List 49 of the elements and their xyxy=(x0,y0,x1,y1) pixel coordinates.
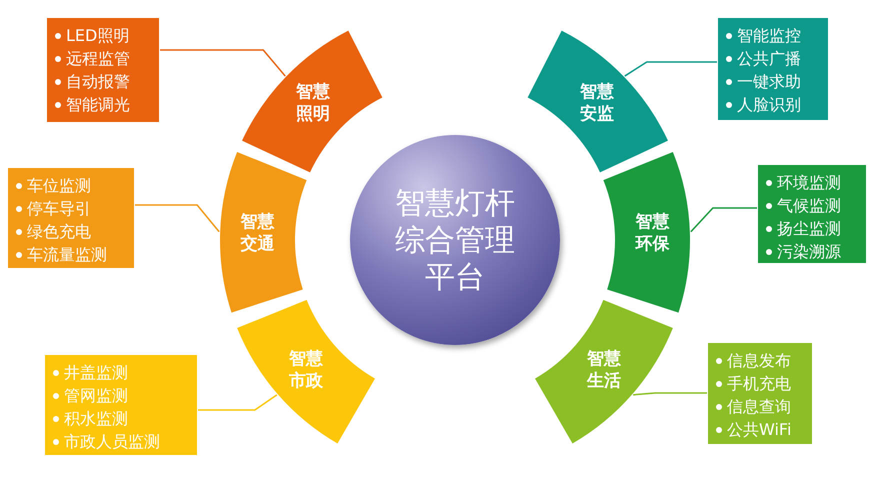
feature-item: 人脸识别 xyxy=(737,94,801,116)
feature-item: 绿色充电 xyxy=(27,221,91,243)
leader-line xyxy=(633,392,707,396)
feature-item: 智能监控 xyxy=(737,25,801,47)
feature-item: 公共广播 xyxy=(737,48,801,70)
feature-box xyxy=(47,18,159,122)
ring-segment xyxy=(535,299,673,444)
segment-label: 智慧市政 xyxy=(288,348,324,392)
feature-item: 车位监测 xyxy=(27,175,91,197)
feature-box xyxy=(45,355,197,455)
feature-item: 管网监测 xyxy=(64,385,128,407)
feature-item: 气候监测 xyxy=(777,195,841,217)
feature-item: 手机充电 xyxy=(727,373,791,395)
feature-item: 信息发布 xyxy=(727,350,791,372)
feature-item: LED照明 xyxy=(66,25,130,47)
feature-item: 污染溯源 xyxy=(777,241,841,263)
feature-item: 公共WiFi xyxy=(727,419,792,441)
feature-item: 智能调光 xyxy=(66,94,130,116)
segment-label: 智慧环保 xyxy=(634,211,670,256)
feature-box xyxy=(718,18,828,120)
segment-label: 智慧安监 xyxy=(578,80,616,125)
segment-label: 智慧交通 xyxy=(239,211,276,256)
feature-item: 自动报警 xyxy=(66,71,130,93)
ring-segment xyxy=(220,151,307,313)
leader-line xyxy=(198,394,278,411)
platform-title: 智慧灯杆综合管理平台 xyxy=(394,184,516,296)
feature-item: 环境监测 xyxy=(777,172,841,194)
feature-box xyxy=(758,165,866,263)
feature-item: 扬尘监测 xyxy=(777,218,841,240)
ring-segment xyxy=(527,30,668,173)
feature-item: 远程监管 xyxy=(66,48,130,70)
leader-line xyxy=(690,207,757,232)
segment-label: 智慧生活 xyxy=(586,348,622,392)
feature-item: 停车导引 xyxy=(27,198,91,220)
feature-item: 一键求助 xyxy=(737,71,801,93)
feature-item: 信息查询 xyxy=(727,396,791,418)
feature-item: 市政人员监测 xyxy=(64,431,160,453)
leader-line xyxy=(160,49,286,77)
ring-segment xyxy=(237,299,375,444)
feature-item: 车流量监测 xyxy=(27,244,107,266)
segment-label: 智慧照明 xyxy=(294,80,331,125)
feature-item: 积水监测 xyxy=(64,408,128,430)
leader-line xyxy=(135,204,220,232)
feature-box xyxy=(8,168,134,268)
ring-segment xyxy=(242,30,383,173)
feature-box xyxy=(708,343,812,444)
ring-segment xyxy=(603,151,690,313)
feature-item: 井盖监测 xyxy=(64,362,128,384)
leader-line xyxy=(624,61,717,77)
